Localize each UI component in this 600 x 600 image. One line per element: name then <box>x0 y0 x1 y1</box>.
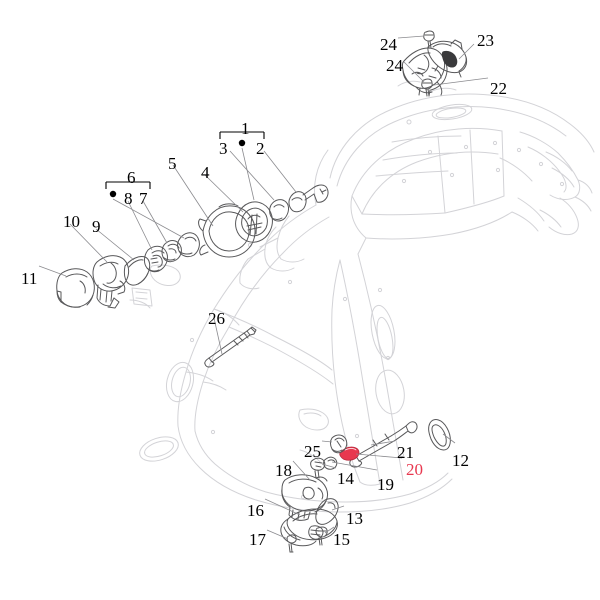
part-4-shape <box>235 201 273 243</box>
part-24a-shape <box>423 30 435 49</box>
callout-label-14[interactable]: 14 <box>337 469 354 488</box>
part-16-shape <box>280 508 338 547</box>
callout-label-1[interactable]: 1 <box>241 119 250 138</box>
callout-label-6[interactable]: 6 <box>127 168 136 187</box>
callout-label-19[interactable]: 19 <box>377 475 394 494</box>
part-18-shape <box>281 474 329 521</box>
part-12-shape <box>428 419 451 451</box>
part-7-shape <box>161 240 182 263</box>
callout-label-12[interactable]: 12 <box>452 451 469 470</box>
part-26-shape <box>204 326 257 368</box>
callout-label-8[interactable]: 8 <box>124 189 133 208</box>
callout-label-26[interactable]: 26 <box>208 309 225 328</box>
callout-label-15[interactable]: 15 <box>333 530 350 549</box>
callout-label-7[interactable]: 7 <box>139 189 148 208</box>
callout-label-4[interactable]: 4 <box>201 163 210 182</box>
part-6-shape <box>177 232 200 258</box>
callout-label-18[interactable]: 18 <box>275 461 292 480</box>
callout-label-11[interactable]: 11 <box>21 269 38 288</box>
part-5-shape <box>198 203 256 258</box>
part-23-shape <box>427 39 468 78</box>
callout-label-16[interactable]: 16 <box>247 501 264 520</box>
callout-label-5[interactable]: 5 <box>168 154 177 173</box>
scooter-frame-outline <box>129 80 595 513</box>
part-14-shape <box>310 457 326 479</box>
part-24b-shape <box>421 78 433 97</box>
callout-label-25[interactable]: 25 <box>304 442 321 461</box>
callout-label-20[interactable]: 20 <box>406 460 423 479</box>
callout-label-24a[interactable]: 24 <box>380 35 397 54</box>
leader-lines <box>38 35 489 540</box>
callout-label-17[interactable]: 17 <box>249 530 266 549</box>
part-8-shape <box>144 245 168 273</box>
exploded-parts <box>56 30 468 553</box>
part-19-shape <box>323 456 338 470</box>
part-11-shape <box>56 268 95 308</box>
part-13-shape <box>315 498 339 525</box>
callout-label-9[interactable]: 9 <box>92 217 101 236</box>
callout-label-10[interactable]: 10 <box>63 212 80 231</box>
callout-label-24b[interactable]: 24 <box>386 56 403 75</box>
part-9-shape <box>123 256 151 286</box>
part-21-shape <box>349 421 418 468</box>
callout-label-22[interactable]: 22 <box>490 79 507 98</box>
callout-label-21[interactable]: 21 <box>397 443 414 462</box>
part-2-shape <box>288 184 329 213</box>
part-25-shape <box>330 434 348 454</box>
part-15-shape <box>315 526 328 546</box>
callout-label-13[interactable]: 13 <box>346 509 363 528</box>
callout-label-3[interactable]: 3 <box>219 139 228 158</box>
part-3-shape <box>269 199 289 222</box>
part-20-shape <box>339 446 360 461</box>
callout-label-2[interactable]: 2 <box>256 139 265 158</box>
part-10-shape <box>92 255 130 309</box>
callout-label-23[interactable]: 23 <box>477 31 494 50</box>
part-17-shape <box>286 534 297 553</box>
